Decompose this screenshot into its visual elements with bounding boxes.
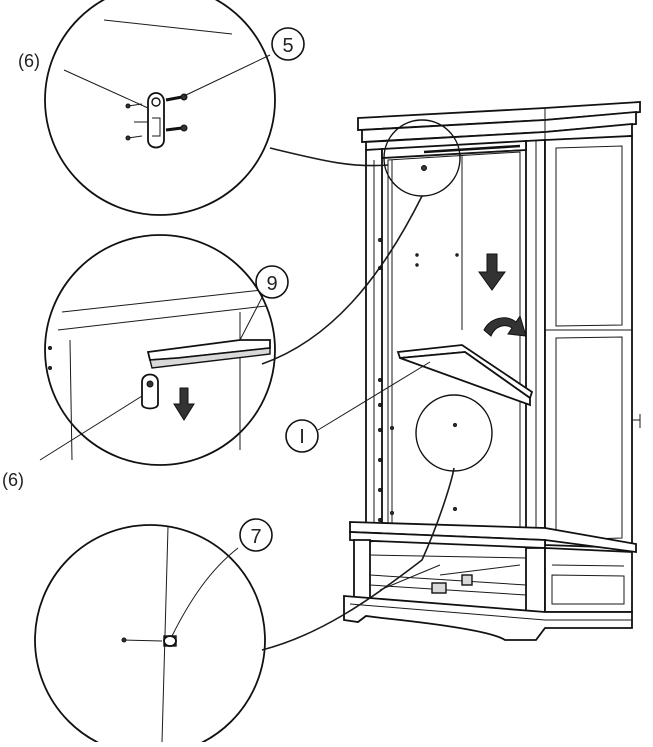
rail-bracket <box>141 373 159 410</box>
callout-5-circle <box>271 27 305 61</box>
armoire <box>343 101 641 641</box>
callout-5: 5 <box>282 35 293 57</box>
magnifier-bottom <box>415 394 493 472</box>
detail-peg-bottom: 7 <box>34 467 455 747</box>
down-arrow-icon <box>173 387 195 421</box>
detail-rail-middle: 9 (6) <box>2 195 423 490</box>
side-inset-upper <box>555 145 623 327</box>
shelf-I-edge <box>399 351 531 407</box>
callout-I: I <box>299 426 305 448</box>
detail-circle-3 <box>34 524 266 747</box>
callout-7-circle <box>239 518 273 552</box>
callout-9: 9 <box>266 273 277 295</box>
callout-9-circle <box>255 265 289 299</box>
callout-I-group: I <box>285 361 431 453</box>
side-inset-lower <box>555 336 623 541</box>
callout-I-circle <box>285 419 319 453</box>
callout-7: 7 <box>250 526 261 548</box>
callout-6-mid: (6) <box>2 470 24 490</box>
base-right-post <box>525 547 546 613</box>
detail-bracket-top: 5 (6) <box>18 0 389 216</box>
shelf-peg <box>163 635 177 647</box>
shelf-peg-holes <box>378 238 459 522</box>
hanging-rod <box>423 144 521 154</box>
base-left-post <box>353 539 371 601</box>
back-panel <box>387 151 521 536</box>
base-bracket <box>431 582 447 594</box>
side-panel <box>544 135 633 549</box>
base-side <box>544 547 633 613</box>
plinth <box>343 595 633 641</box>
callout-6-top: (6) <box>18 51 40 71</box>
down-arrow-icon <box>478 253 506 291</box>
curved-rotate-arrow-icon <box>483 314 527 337</box>
